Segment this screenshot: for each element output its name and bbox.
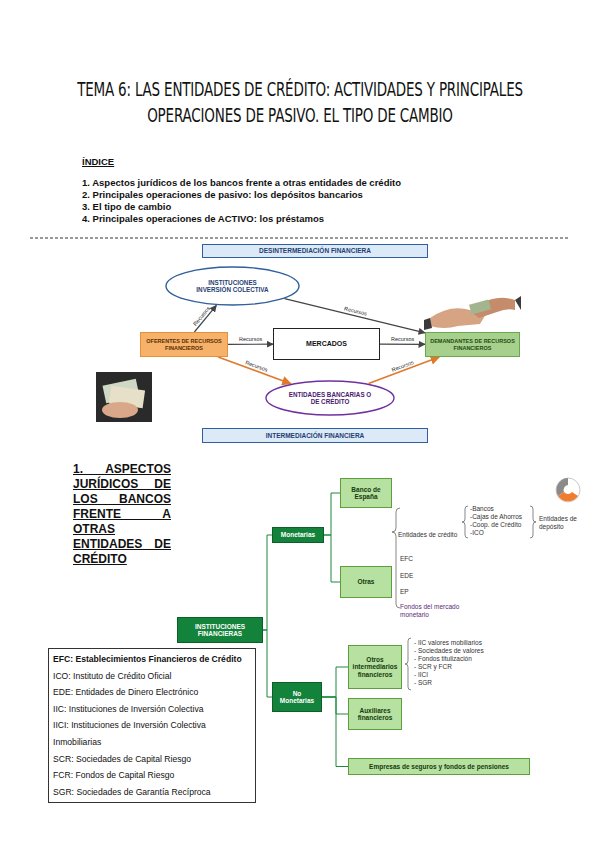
tree-connector	[263, 535, 272, 630]
sleeve-shape	[424, 318, 432, 330]
flow-arrow	[369, 357, 440, 384]
abbreviation-line: IICI: Instituciones de Inversión Colecti…	[53, 717, 251, 750]
dashed-separator	[30, 238, 570, 239]
abbreviation-line: EFC: Establecimientos Financieros de Cré…	[53, 651, 242, 668]
node-text: Empresas de seguros y fondos de pensione…	[369, 763, 509, 770]
index-text: 2. Principales operaciones de pasivo: lo…	[82, 189, 562, 200]
flow-arrow	[218, 357, 291, 384]
page-title: TEMA 6: LAS ENTIDADES DE CRÉDITO: ACTIVI…	[40, 76, 560, 128]
flow-arrow	[228, 344, 273, 345]
tree-item: -Bancos	[470, 505, 530, 513]
tree-item: -ICO	[470, 529, 530, 537]
tree-connector	[324, 493, 340, 535]
rect-node: Banco de España	[340, 478, 392, 508]
money-photo	[96, 372, 152, 422]
abbreviation-box: EFC: Establecimientos Financieros de Cré…	[48, 648, 256, 803]
tree-item: EFC	[400, 555, 440, 563]
curly-bracket	[530, 506, 536, 538]
rect-node: Otros intermediarios financieros	[348, 645, 402, 689]
ellipse-node: ENTIDADES BANCARIAS O DE CRÉDITO	[265, 380, 395, 416]
tree-item: - Sociedades de valores	[414, 647, 504, 655]
tree-item: - SGR	[414, 679, 504, 687]
tree-connector	[322, 697, 348, 714]
rect-node: INTERMEDIACIÓN FINANCIERA	[202, 428, 428, 443]
tree-item: EP	[400, 588, 440, 596]
tree-connector	[322, 667, 348, 697]
tree-item: Fondos del mercado monetario	[400, 603, 462, 618]
sleeve-shape	[515, 296, 521, 310]
ellipse-shape	[166, 267, 299, 305]
index-text: 4. Principales operaciones de ACTIVO: lo…	[82, 213, 562, 224]
rect-node: No Monetarias	[272, 682, 322, 712]
tree-item: - IIC valores mobiliarios	[414, 639, 504, 647]
node-text: OFERENTES DE RECURSOS FINANCIEROS	[144, 338, 224, 351]
tree-item: Entidades de depósito	[539, 515, 583, 530]
rect-node: DEMANDANTES DE RECURSOS FINANCIEROS	[425, 332, 520, 357]
ellipse-shape	[266, 381, 394, 415]
abbreviation-line: SCR: Sociedades de Capital Riesgo	[53, 751, 191, 768]
index-text: ÍNDICE	[82, 156, 282, 167]
tree-item: Entidades de crédito	[398, 531, 466, 539]
ellipse-node: INSTITUCIONES INVERSIÓN COLECTIVA	[165, 266, 300, 306]
logo-arc	[558, 492, 578, 501]
tree-item: -Cajas de Ahorros	[470, 513, 530, 521]
node-text: DEMANDANTES DE RECURSOS FINANCIEROS	[429, 338, 516, 351]
edge-label: Recursos	[391, 336, 414, 342]
edge-label: Recursos	[239, 336, 262, 342]
node-text: Monetarias	[281, 531, 315, 538]
edge-label: Recursos	[344, 305, 368, 316]
section-heading: 1. ASPECTOS JURÍDICOS DE LOS BANCOS FREN…	[73, 462, 171, 567]
node-text: Otros intermediarios financieros	[352, 656, 398, 678]
curly-bracket	[392, 508, 400, 608]
flow-arrow	[380, 344, 425, 345]
photo-background	[96, 372, 152, 422]
hand-shape	[102, 402, 138, 418]
node-text: INSTITUCIONES INVERSIÓN COLECTIVA	[193, 279, 272, 293]
rect-node: DESINTERMEDIACIÓN FINANCIERA	[202, 244, 428, 258]
hands-photo	[424, 296, 521, 330]
logo-ring	[556, 478, 580, 502]
node-text: Banco de España	[344, 486, 388, 501]
tree-connector	[263, 630, 272, 697]
tree-item: - IICI	[414, 671, 504, 679]
node-text: INTERMEDIACIÓN FINANCIERA	[266, 432, 365, 439]
rect-node: Monetarias	[272, 527, 324, 543]
rect-node: INSTITUCIONES FINANCIERAS	[177, 617, 263, 643]
tree-connector	[324, 535, 340, 582]
rect-node: OFERENTES DE RECURSOS FINANCIEROS	[140, 332, 228, 357]
node-text: No Monetarias	[276, 690, 318, 705]
node-text: Otras	[358, 578, 375, 585]
banknote	[469, 300, 491, 315]
rect-node: Otras	[340, 566, 392, 598]
tree-item: -Coop. de Crédito	[470, 521, 530, 529]
logo-symbol	[556, 478, 580, 502]
tree-connector	[322, 697, 348, 767]
tree-item: - Fondos titulización	[414, 655, 504, 663]
curly-bracket	[405, 638, 411, 690]
curly-bracket	[462, 506, 468, 538]
abbreviation-line: EDE: Entidades de Dinero Electrónico	[53, 684, 198, 701]
index-text: 3. El tipo de cambio	[82, 201, 562, 212]
rect-node: MERCADOS	[273, 328, 380, 360]
node-text: ENTIDADES BANCARIAS O DE CRÉDITO	[287, 391, 373, 405]
node-text: Auxiliares financieros	[352, 707, 398, 722]
tree-item: EDE	[400, 572, 440, 580]
node-text: DESINTERMEDIACIÓN FINANCIERA	[259, 247, 371, 254]
index-text: 1. Aspectos jurídicos de los bancos fren…	[82, 177, 562, 188]
rect-node: Empresas de seguros y fondos de pensione…	[348, 758, 530, 775]
abbreviation-line: FCR: Fondos de Capital Riesgo	[53, 767, 174, 784]
tree-item: - SCR y FCR	[414, 663, 504, 671]
abbreviation-line: IIC: Instituciones de Inversión Colectiv…	[53, 701, 203, 718]
node-text: MERCADOS	[306, 340, 347, 348]
rect-node: Auxiliares financieros	[348, 698, 402, 730]
node-text: INSTITUCIONES FINANCIERAS	[181, 623, 259, 638]
abbreviation-line: ICO: Instituto de Crédito Oficial	[53, 668, 171, 685]
abbreviation-line: SGR: Sociedades de Garantía Recíproca	[53, 784, 211, 801]
